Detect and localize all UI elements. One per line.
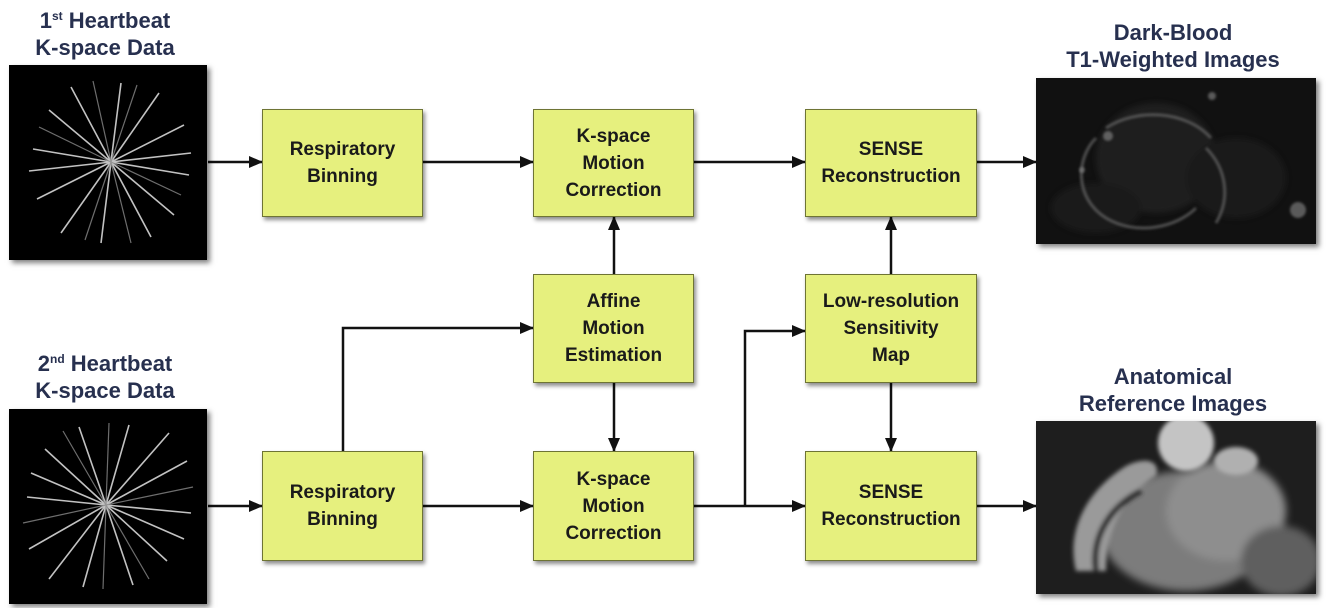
kspace-image-second-heartbeat xyxy=(9,409,207,604)
title-first-heartbeat-line1: 1st Heartbeat xyxy=(39,8,171,33)
title-first-heartbeat-line2: K-space Data xyxy=(35,35,175,60)
anatomical-reference-image xyxy=(1036,421,1316,594)
title-anatomical: Anatomical Reference Images xyxy=(1078,364,1268,416)
title-first-heartbeat: 1st Heartbeat K-space Data xyxy=(0,7,210,61)
kspace-spokes-2 xyxy=(22,422,194,590)
title-second-heartbeat: 2nd Heartbeat K-space Data xyxy=(0,350,210,404)
arrow-resp2-to-affine xyxy=(341,322,534,451)
title-second-heartbeat-line1: 2nd Heartbeat xyxy=(37,351,173,376)
kspace-spokes-1 xyxy=(28,80,192,244)
anatomical-texture xyxy=(1036,421,1316,594)
dark-blood-texture xyxy=(1036,78,1316,244)
kspace-image-first-heartbeat xyxy=(9,65,207,260)
title-dark-blood: Dark-Blood T1-Weighted Images xyxy=(1066,20,1280,72)
block-sense-reconstruction-1: SENSE Reconstruction xyxy=(805,109,977,217)
block-affine-motion-estimation: Affine Motion Estimation xyxy=(533,274,694,383)
title-second-heartbeat-line2: K-space Data xyxy=(35,378,175,403)
dark-blood-image xyxy=(1036,78,1316,244)
block-respiratory-binning-1: Respiratory Binning xyxy=(262,109,423,217)
arrow-branch-to-lowres xyxy=(743,325,806,506)
block-kspace-motion-correction-2: K-space Motion Correction xyxy=(533,451,694,561)
block-respiratory-binning-2: Respiratory Binning xyxy=(262,451,423,561)
block-low-resolution-sensitivity-map: Low-resolution Sensitivity Map xyxy=(805,274,977,383)
block-kspace-motion-correction-1: K-space Motion Correction xyxy=(533,109,694,217)
block-sense-reconstruction-2: SENSE Reconstruction xyxy=(805,451,977,561)
